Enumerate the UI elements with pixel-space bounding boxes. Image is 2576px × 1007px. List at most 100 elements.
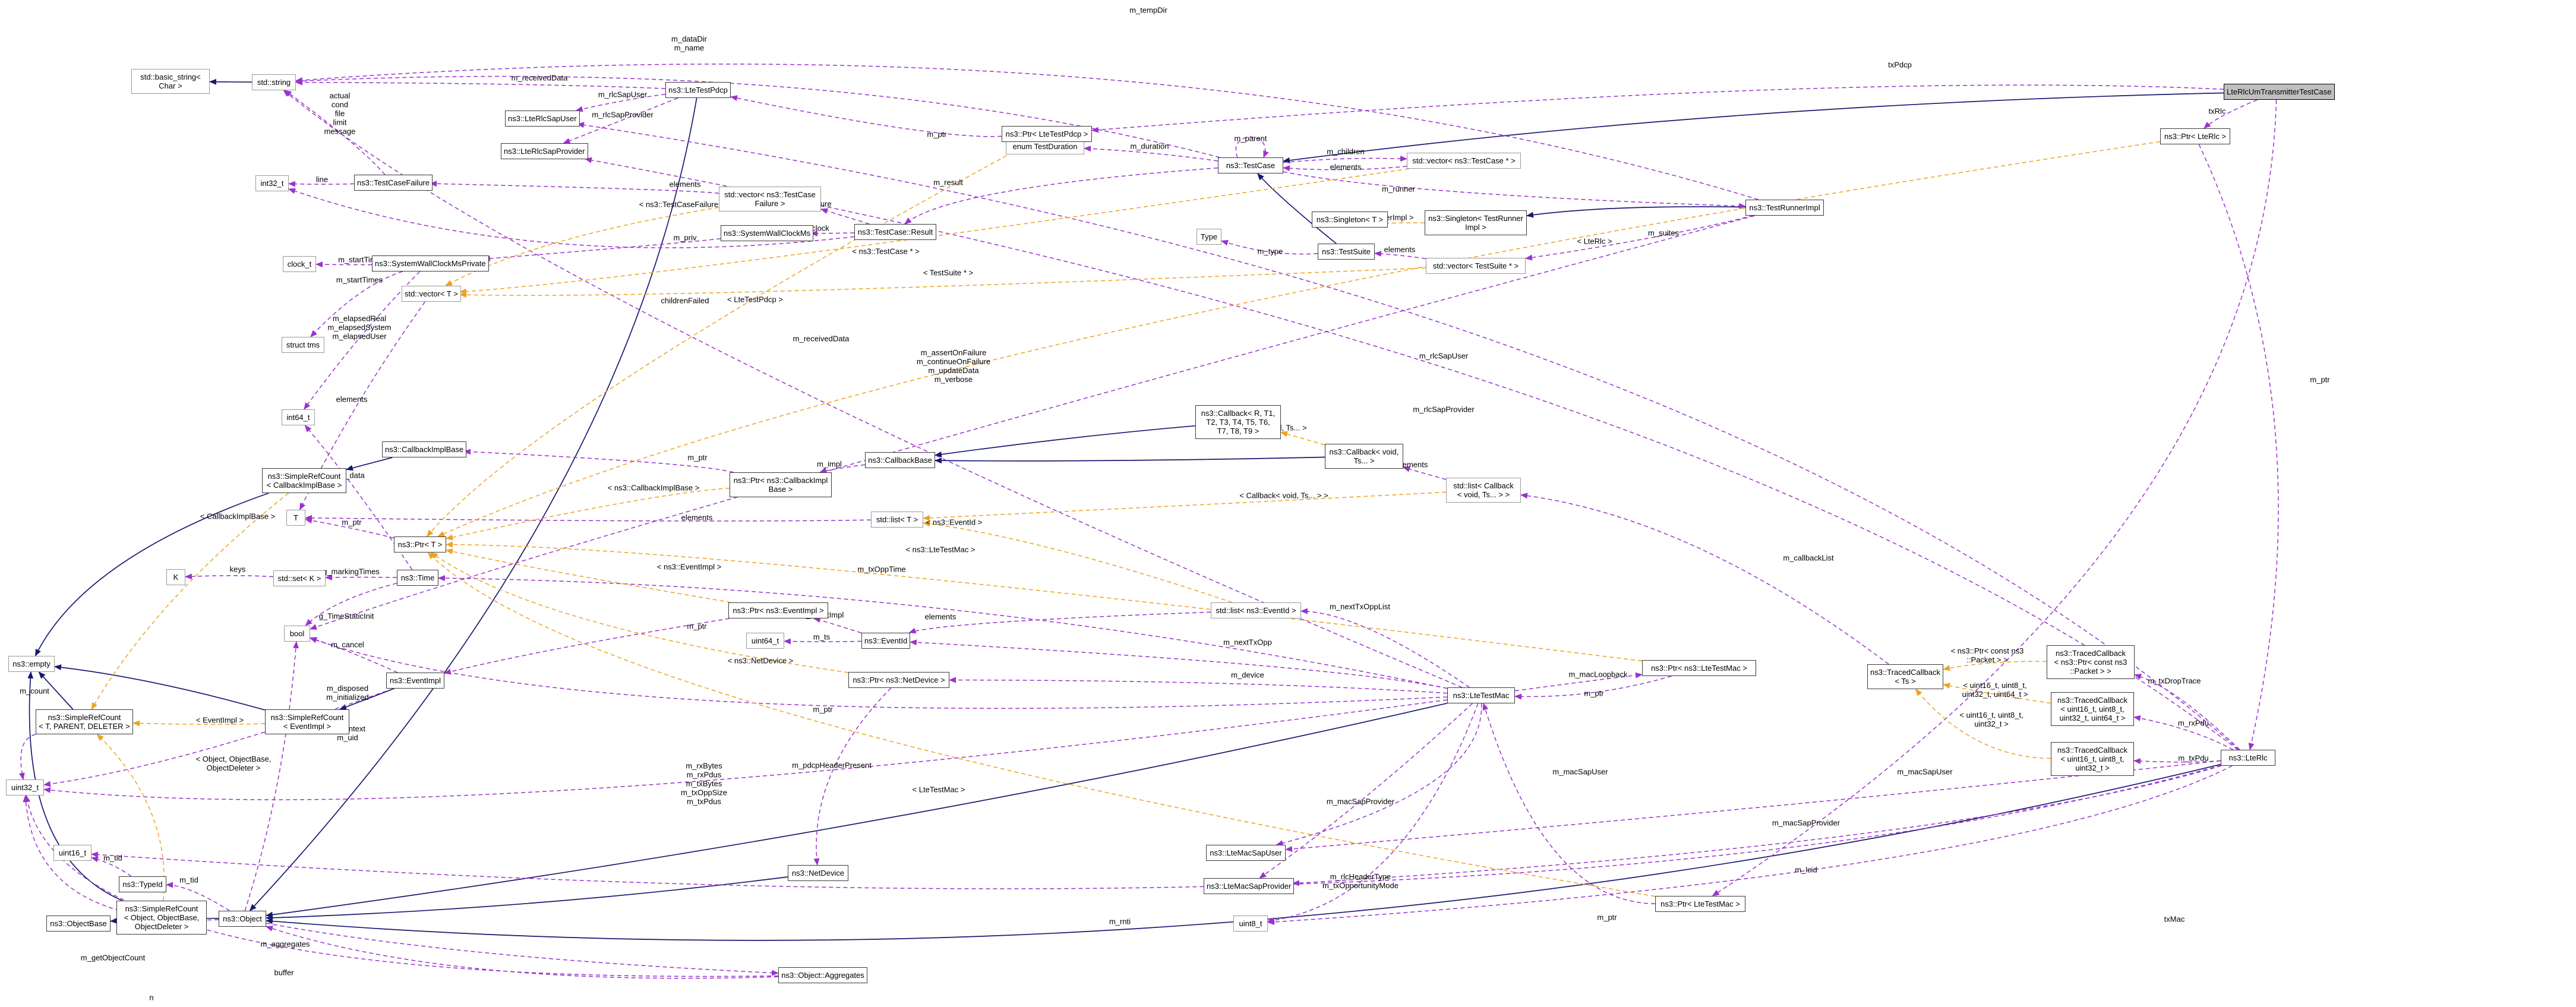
node-test-runner-impl[interactable]: ns3::TestRunnerImpl <box>1745 200 1824 216</box>
edge-vector-failure-to-vector-t <box>445 207 719 286</box>
node-result-box[interactable]: ns3::TestCase::Result <box>854 224 936 240</box>
edge-test-case-failure-to-std-string <box>284 90 386 175</box>
node-label: ns3::LteRlcSapUser <box>508 113 577 123</box>
node-event-id[interactable]: ns3::EventId <box>861 633 911 649</box>
node-vector-test-case[interactable]: std::vector< ns3::TestCase * > <box>1407 153 1521 169</box>
node-src-event-impl[interactable]: ns3::SimpleRefCount< EventImpl > <box>265 709 349 734</box>
node-label: std::list< ns3::EventId > <box>1216 605 1296 615</box>
node-list-callback[interactable]: std::list< Callback< void, Ts... > > <box>1446 478 1521 503</box>
node-label: ns3::Ptr< LteTestMac > <box>1660 899 1740 908</box>
node-tcb-64[interactable]: ns3::TracedCallback< uint16_t, uint8_t,u… <box>2051 692 2134 726</box>
edge-ptr-net-device-to-net-device <box>813 687 892 866</box>
node-int64-t[interactable]: int64_t <box>282 409 315 425</box>
node-label: clock_t <box>287 259 312 269</box>
node-lte-mac-sap-provider[interactable]: ns3::LteMacSapProvider <box>1204 878 1295 894</box>
node-bool-box[interactable]: bool <box>284 626 310 642</box>
node-ptr-ltm2[interactable]: ns3::Ptr< LteTestMac > <box>1655 896 1745 912</box>
node-ptr-net-device[interactable]: ns3::Ptr< ns3::NetDevice > <box>848 672 949 688</box>
node-uint8-t[interactable]: uint8_t <box>1233 916 1268 932</box>
edge-ptr-t-to-t-box <box>305 517 394 539</box>
node-label: std::list< T > <box>876 514 918 524</box>
node-uint64-t[interactable]: uint64_t <box>746 633 784 649</box>
node-list-t[interactable]: std::list< T > <box>871 512 923 528</box>
node-object-aggregates[interactable]: ns3::Object::Aggregates <box>778 967 867 983</box>
node-net-device[interactable]: ns3::NetDevice <box>788 865 848 881</box>
node-singleton-t[interactable]: ns3::Singleton< T > <box>1312 211 1388 228</box>
node-label: ns3::LteTestPdcp <box>668 85 728 94</box>
edge-callback-void-to-callback-base <box>935 456 1325 464</box>
node-ns3-empty[interactable]: ns3::empty <box>8 656 55 672</box>
node-type-id[interactable]: ns3::TypeId <box>119 876 166 892</box>
node-lte-mac-sap-user[interactable]: ns3::LteMacSapUser <box>1206 845 1286 861</box>
node-event-impl[interactable]: ns3::EventImpl <box>386 673 444 689</box>
edge-ptr-cib-to-ptr-t <box>446 487 730 541</box>
node-lte-rlc[interactable]: ns3::LteRlc <box>2221 750 2275 766</box>
edge-callback-r-to-callback-base <box>935 425 1196 457</box>
node-object[interactable]: ns3::Object <box>219 911 266 927</box>
node-traced-cb-ts[interactable]: ns3::TracedCallback< Ts > <box>1867 664 1944 689</box>
node-label: ns3::SystemWallClockMs <box>724 228 811 238</box>
node-lte-test-mac[interactable]: ns3::LteTestMac <box>1447 687 1515 703</box>
node-basic-string[interactable]: std::basic_string<Char > <box>131 69 210 94</box>
node-ptr-t[interactable]: ns3::Ptr< T > <box>394 536 446 553</box>
node-lte-um-tc[interactable]: LteRlcUmTransmitterTestCase <box>2224 84 2335 100</box>
node-test-case[interactable]: ns3::TestCase <box>1218 157 1283 173</box>
node-test-case-failure[interactable]: ns3::TestCaseFailure <box>354 175 433 191</box>
edge-result-box-to-vector-failure <box>820 208 870 225</box>
node-list-event-id[interactable]: std::list< ns3::EventId > <box>1211 602 1301 618</box>
node-int32-t[interactable]: int32_t <box>255 175 289 191</box>
node-object-base[interactable]: ns3::ObjectBase <box>46 916 111 932</box>
edge-test-case-to-std-string <box>295 75 1220 158</box>
node-tcb-packet[interactable]: ns3::TracedCallback< ns3::Ptr< const ns3… <box>2047 645 2135 679</box>
node-std-string[interactable]: std::string <box>252 74 296 90</box>
node-uint16-t[interactable]: uint16_t <box>53 845 91 861</box>
node-tcb-32[interactable]: ns3::TracedCallback< uint16_t, uint8_t,u… <box>2051 742 2134 776</box>
node-callback-impl-base[interactable]: ns3::CallbackImplBase <box>382 441 467 457</box>
node-ptr-ltm1[interactable]: ns3::Ptr< ns3::LteTestMac > <box>1642 660 1756 676</box>
node-callback-r[interactable]: ns3::Callback< R, T1,T2, T3, T4, T5, T6,… <box>1195 405 1281 439</box>
edge-swcm-private-to-struct-tms <box>310 271 403 337</box>
node-swcm[interactable]: ns3::SystemWallClockMs <box>721 225 814 241</box>
node-src-cib[interactable]: ns3::SimpleRefCount< CallbackImplBase > <box>262 468 346 493</box>
node-t-box[interactable]: T <box>286 510 305 526</box>
node-ptr-event-impl[interactable]: ns3::Ptr< ns3::EventImpl > <box>728 602 828 618</box>
node-set-k[interactable]: std::set< K > <box>273 570 326 586</box>
edge-callback-impl-base-to-src-cib <box>346 457 393 471</box>
node-struct-tms[interactable]: struct tms <box>282 337 324 353</box>
node-ptr-lte-rlc[interactable]: ns3::Ptr< LteRlc > <box>2160 128 2230 144</box>
edge-time-box-to-int64-t <box>304 425 413 570</box>
node-lte-test-pdcp[interactable]: ns3::LteTestPdcp <box>665 82 731 98</box>
node-test-suite[interactable]: ns3::TestSuite <box>1318 244 1375 260</box>
node-label: ns3::LteTestMac <box>1453 690 1510 700</box>
node-ptr-lte-test-pdcp[interactable]: ns3::Ptr< LteTestPdcp > <box>1002 126 1092 142</box>
node-clock-t[interactable]: clock_t <box>283 256 316 272</box>
edge-swcm-private-to-clock-t <box>315 261 372 268</box>
node-callback-base[interactable]: ns3::CallbackBase <box>865 452 935 468</box>
node-callback-void[interactable]: ns3::Callback< void,Ts... > <box>1325 444 1403 469</box>
edge-lte-test-mac-to-std-string <box>283 90 1463 688</box>
node-vector-test-suite[interactable]: std::vector< TestSuite * > <box>1426 258 1526 274</box>
edge-ptr-ltm2-to-lte-test-mac <box>1482 703 1656 904</box>
node-k-box[interactable]: K <box>166 569 185 585</box>
node-label: ns3::TypeId <box>122 879 163 889</box>
node-uint32-t[interactable]: uint32_t <box>6 779 44 796</box>
node-lte-rlc-sap-user[interactable]: ns3::LteRlcSapUser <box>505 111 580 127</box>
node-time-box[interactable]: ns3::Time <box>397 570 438 586</box>
node-label: ns3::SystemWallClockMsPrivate <box>375 258 486 268</box>
node-label: ns3::TracedCallback< ns3::Ptr< const ns3… <box>2054 648 2127 676</box>
edge-test-suite-to-test-case <box>1257 173 1337 244</box>
node-src-t-parent[interactable]: ns3::SimpleRefCount< T, PARENT, DELETER … <box>36 709 133 734</box>
node-label: int64_t <box>286 412 310 422</box>
node-src-object[interactable]: ns3::SimpleRefCount< Object, ObjectBase,… <box>116 901 207 935</box>
node-lte-rlc-sap-provider[interactable]: ns3::LteRlcSapProvider <box>501 143 588 159</box>
edge-src-t-parent-to-ns3-empty <box>38 671 74 710</box>
node-label: ns3::TestCase::Result <box>857 227 933 236</box>
node-type-box[interactable]: Type <box>1197 229 1221 245</box>
node-swcm-private[interactable]: ns3::SystemWallClockMsPrivate <box>372 255 489 272</box>
node-vector-t[interactable]: std::vector< T > <box>402 286 461 302</box>
